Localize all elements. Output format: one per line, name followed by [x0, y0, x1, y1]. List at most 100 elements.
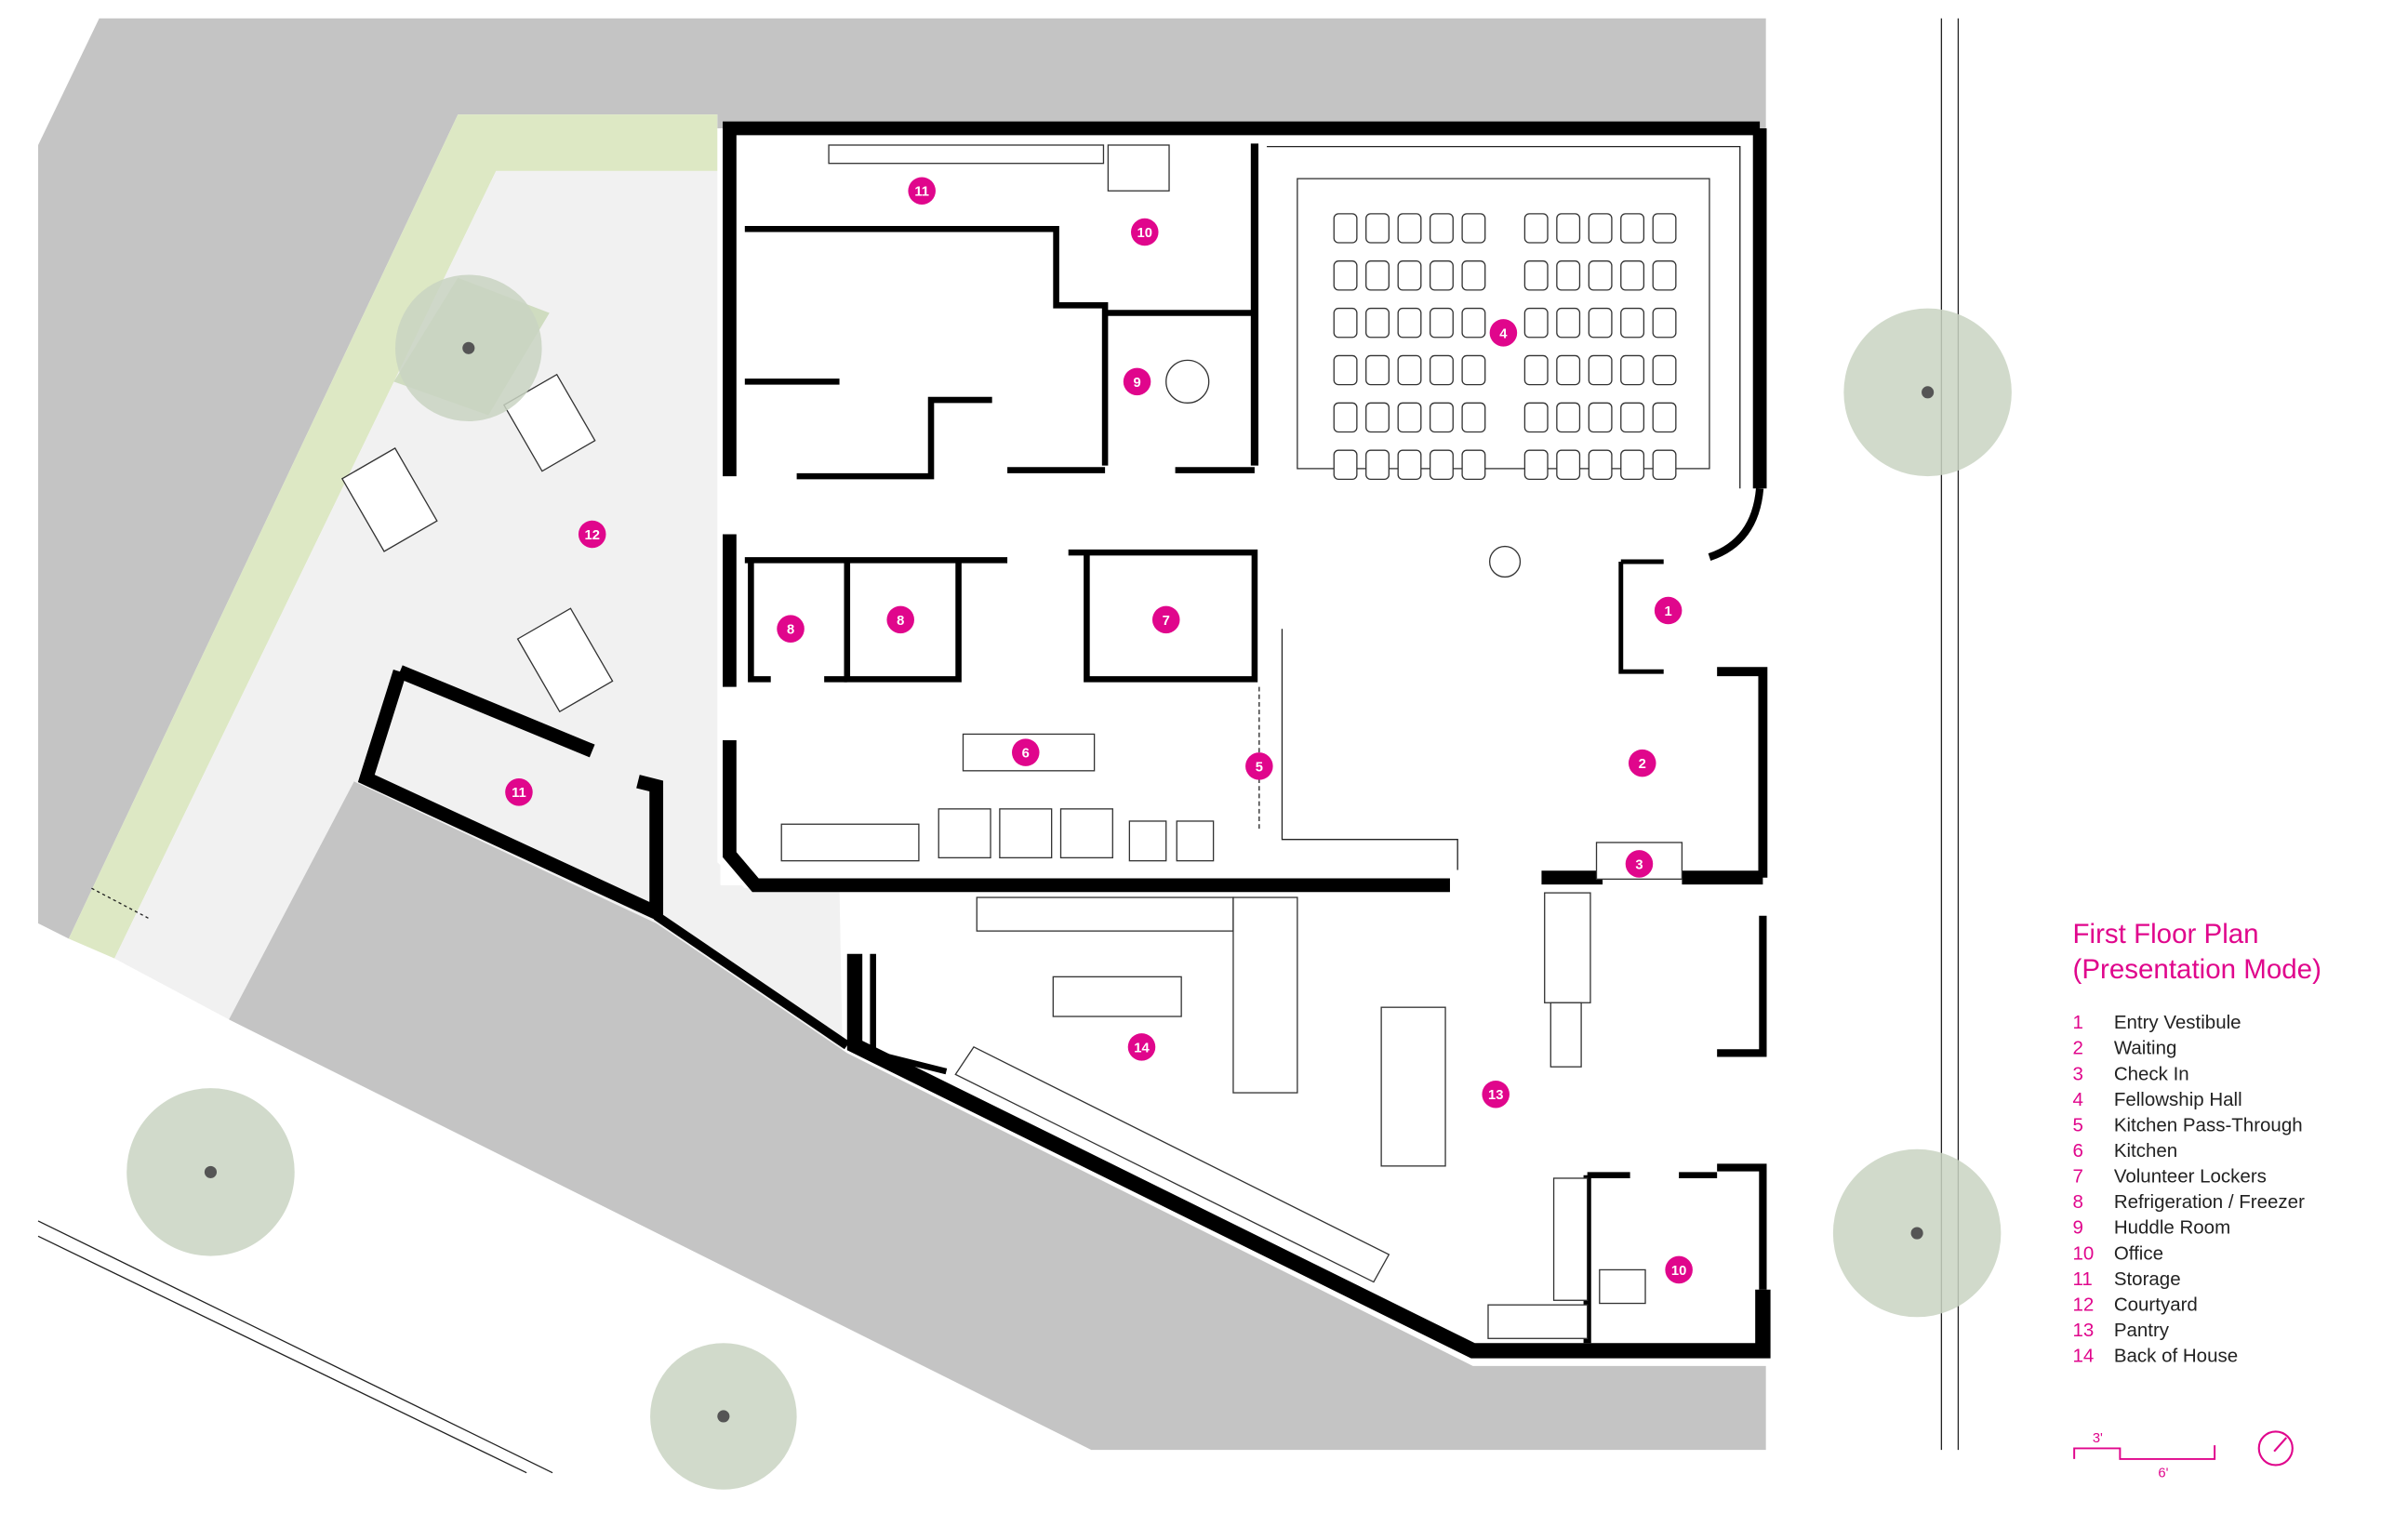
room-tag: 6 [1012, 738, 1040, 766]
chair [1333, 260, 1358, 291]
room-tag: 5 [1245, 752, 1273, 780]
room-tag-number: 8 [897, 614, 904, 629]
chair [1652, 354, 1677, 386]
legend-item-number: 5 [2073, 1114, 2083, 1135]
legend-item-label: Kitchen Pass-Through [2114, 1114, 2303, 1135]
room-tag-number: 11 [512, 786, 526, 801]
room-tag-number: 6 [1022, 747, 1030, 762]
chair [1365, 354, 1390, 386]
chair [1333, 402, 1358, 433]
chair [1365, 402, 1390, 433]
tree-trunk [717, 1410, 730, 1423]
fellowship-hall-chairs [1333, 213, 1677, 481]
chair [1523, 354, 1549, 386]
chair [1333, 354, 1358, 386]
chair [1556, 213, 1581, 244]
chair [1652, 402, 1677, 433]
chair [1429, 213, 1454, 244]
site-gray-south [229, 781, 1766, 1451]
chair [1523, 402, 1549, 433]
legend-item-number: 6 [2073, 1140, 2083, 1162]
room-tag-number: 1 [1665, 604, 1672, 619]
room-tag-number: 13 [1488, 1088, 1503, 1103]
chair [1429, 307, 1454, 339]
legend-item-label: Entry Vestibule [2114, 1012, 2241, 1033]
room-tag: 10 [1131, 218, 1159, 246]
chair [1620, 449, 1645, 481]
legend-item-label: Courtyard [2114, 1294, 2198, 1315]
chair [1620, 307, 1645, 339]
legend-item-label: Volunteer Lockers [2114, 1166, 2267, 1188]
legend-item-number: 1 [2073, 1012, 2083, 1033]
legend-item-number: 14 [2073, 1346, 2095, 1367]
room-tag: 2 [1628, 749, 1656, 777]
chair [1397, 354, 1422, 386]
chair [1588, 449, 1613, 481]
scale-short-label: 3' [2093, 1431, 2103, 1446]
chair [1620, 402, 1645, 433]
legend-item-label: Check In [2114, 1063, 2189, 1084]
legend-item-label: Waiting [2114, 1038, 2177, 1059]
chair [1652, 260, 1677, 291]
chair [1523, 307, 1549, 339]
chair [1588, 354, 1613, 386]
legend-title-line2: (Presentation Mode) [2073, 954, 2321, 985]
chair [1556, 354, 1581, 386]
chair [1429, 354, 1454, 386]
chair [1620, 354, 1645, 386]
room-tag: 10 [1665, 1255, 1693, 1284]
room-tag-number: 14 [1134, 1041, 1150, 1055]
lawn-strip [68, 114, 718, 959]
legend-item: 2 Waiting [2073, 1038, 2177, 1059]
legend-item-number: 2 [2073, 1038, 2083, 1059]
room-tag: 13 [1482, 1080, 1510, 1109]
room-tag: 9 [1123, 367, 1151, 396]
legend-item: 7 Volunteer Lockers [2073, 1166, 2267, 1188]
legend-item-label: Office [2114, 1242, 2163, 1264]
legend-item-number: 10 [2073, 1242, 2095, 1264]
legend-item-label: Back of House [2114, 1346, 2238, 1367]
chair [1652, 307, 1677, 339]
legend-item-number: 9 [2073, 1217, 2083, 1239]
tree-trunk [204, 1165, 218, 1178]
room-tag-number: 8 [787, 623, 794, 638]
chair [1652, 213, 1677, 244]
legend-item-number: 7 [2073, 1166, 2083, 1188]
legend-item: 10 Office [2073, 1242, 2163, 1264]
chair [1461, 307, 1486, 339]
legend-item: 14 Back of House [2073, 1346, 2239, 1367]
chair [1620, 213, 1645, 244]
legend-item-label: Huddle Room [2114, 1217, 2230, 1239]
room-tag-number: 4 [1499, 326, 1508, 341]
room-tag: 8 [777, 615, 805, 643]
chair [1461, 402, 1486, 433]
chair [1588, 213, 1613, 244]
scale-bar: 3' 6' [2073, 1431, 2216, 1481]
room-tag-number: 12 [585, 528, 600, 543]
room-tag: 14 [1127, 1033, 1156, 1061]
room-tag: 7 [1151, 605, 1180, 634]
chair [1365, 307, 1390, 339]
chair [1556, 402, 1581, 433]
chair [1397, 402, 1422, 433]
chair [1620, 260, 1645, 291]
room-tag-number: 2 [1639, 757, 1646, 772]
room-tag: 11 [505, 778, 533, 806]
legend-item-label: Pantry [2114, 1320, 2170, 1341]
chair [1588, 402, 1613, 433]
legend-item-number: 11 [2073, 1268, 2093, 1290]
tree-trunk [1922, 386, 1935, 399]
chair [1333, 307, 1358, 339]
chair [1556, 307, 1581, 339]
tree-trunk [462, 341, 475, 354]
north-arrow-icon [2257, 1430, 2294, 1467]
room-tag: 12 [578, 520, 606, 549]
legend-item-label: Storage [2114, 1268, 2181, 1290]
